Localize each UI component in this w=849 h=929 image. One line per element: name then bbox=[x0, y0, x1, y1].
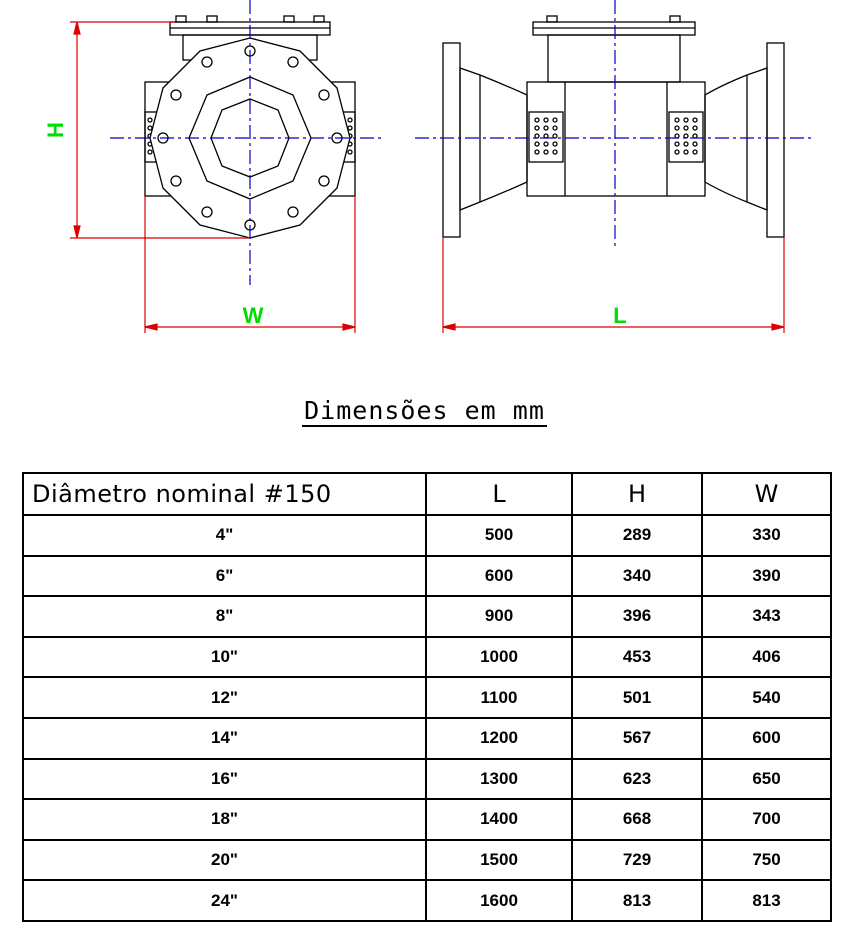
cell-w: 540 bbox=[701, 676, 832, 719]
side-right-flange bbox=[766, 42, 785, 238]
cell-l: 1600 bbox=[425, 879, 573, 922]
cell-h: 289 bbox=[571, 514, 703, 557]
dim-label-h: H bbox=[43, 122, 68, 138]
header-h: H bbox=[571, 472, 703, 516]
cell-w: 750 bbox=[701, 838, 832, 882]
cell-l: 600 bbox=[425, 554, 573, 598]
cell-w: 650 bbox=[701, 757, 832, 801]
table-header-row: Diâmetro nominal #150 L H W bbox=[22, 472, 832, 516]
side-left-clamp-bolts bbox=[534, 117, 558, 155]
cell-diameter: 12" bbox=[22, 676, 427, 719]
cell-diameter: 10" bbox=[22, 635, 427, 679]
units-caption-text: Dimensões em mm bbox=[302, 396, 547, 427]
front-inner-octagon bbox=[188, 76, 312, 200]
cell-diameter: 14" bbox=[22, 716, 427, 760]
cell-w: 390 bbox=[701, 554, 832, 598]
cell-diameter: 8" bbox=[22, 595, 427, 638]
cell-diameter: 24" bbox=[22, 879, 427, 922]
cell-h: 623 bbox=[571, 757, 703, 801]
cell-diameter: 6" bbox=[22, 554, 427, 598]
side-body bbox=[526, 81, 706, 197]
cell-w: 406 bbox=[701, 635, 832, 679]
cell-w: 330 bbox=[701, 514, 832, 557]
side-left-flange bbox=[442, 42, 461, 238]
cell-h: 453 bbox=[571, 635, 703, 679]
cell-diameter: 20" bbox=[22, 838, 427, 882]
cell-h: 668 bbox=[571, 798, 703, 841]
side-view bbox=[442, 15, 785, 238]
front-dimensions bbox=[70, 21, 356, 333]
cell-diameter: 16" bbox=[22, 757, 427, 801]
header-l: L bbox=[425, 472, 573, 516]
cell-diameter: 18" bbox=[22, 798, 427, 841]
cell-l: 1300 bbox=[425, 757, 573, 801]
cell-diameter: 4" bbox=[22, 514, 427, 557]
cell-h: 729 bbox=[571, 838, 703, 882]
cell-l: 1000 bbox=[425, 635, 573, 679]
cell-l: 1500 bbox=[425, 838, 573, 882]
side-centerlines bbox=[415, 0, 815, 250]
side-right-clamp-bolts bbox=[674, 117, 698, 155]
cell-h: 501 bbox=[571, 676, 703, 719]
cell-w: 700 bbox=[701, 798, 832, 841]
side-dimensions bbox=[442, 237, 785, 333]
side-left-reducer bbox=[459, 67, 528, 211]
cell-h: 396 bbox=[571, 595, 703, 638]
cell-l: 900 bbox=[425, 595, 573, 638]
cell-l: 1400 bbox=[425, 798, 573, 841]
cell-l: 1100 bbox=[425, 676, 573, 719]
header-w: W bbox=[701, 472, 832, 516]
cell-h: 813 bbox=[571, 879, 703, 922]
dim-label-w: W bbox=[243, 303, 264, 328]
dim-label-l: L bbox=[613, 303, 626, 328]
cell-w: 813 bbox=[701, 879, 832, 922]
cell-h: 340 bbox=[571, 554, 703, 598]
technical-drawing: H W bbox=[43, 0, 815, 333]
cell-w: 600 bbox=[701, 716, 832, 760]
units-caption: Dimensões em mm bbox=[0, 396, 849, 427]
cell-h: 567 bbox=[571, 716, 703, 760]
side-right-reducer bbox=[704, 67, 768, 211]
cell-l: 1200 bbox=[425, 716, 573, 760]
header-nominal-diameter: Diâmetro nominal #150 bbox=[22, 472, 427, 516]
cell-w: 343 bbox=[701, 595, 832, 638]
cell-l: 500 bbox=[425, 514, 573, 557]
